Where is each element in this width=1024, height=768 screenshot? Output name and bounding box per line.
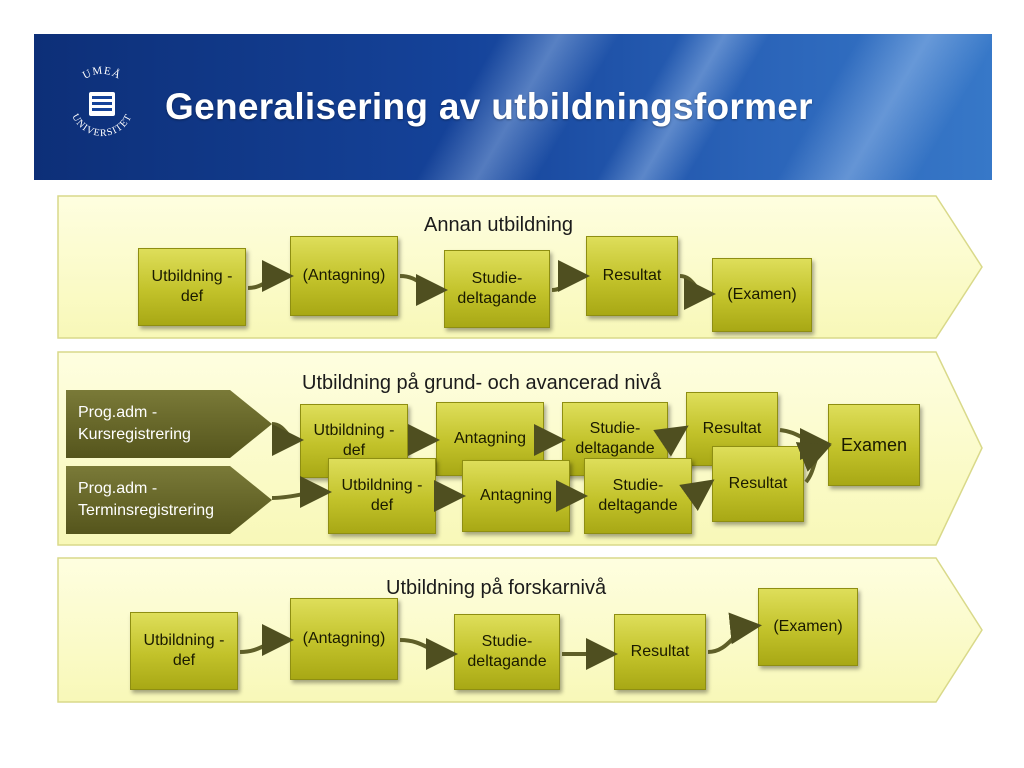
arrow-src-1 xyxy=(271,422,304,456)
lane-2-row2-resultat: Resultat xyxy=(712,446,804,522)
arrow-to-examen-1 xyxy=(779,427,832,460)
lane-1-box-utbildning-def: Utbildning - def xyxy=(138,248,246,326)
source-chevron-kurs xyxy=(66,390,272,458)
lane-3-box-examen: (Examen) xyxy=(758,588,858,666)
source-terminsregistrering: Prog.adm - Terminsregistrering xyxy=(78,480,215,519)
arrow-src-2 xyxy=(271,476,332,509)
lane-3-box-antagning: (Antagning) xyxy=(290,598,398,680)
arrow-l1-2 xyxy=(399,273,448,306)
arrow-l3-1 xyxy=(239,624,294,657)
arrow-to-examen-2 xyxy=(795,442,832,484)
lane-2-row2-studiedeltagande: Studie- deltagande xyxy=(584,458,692,534)
lane-1-box-antagning: (Antagning) xyxy=(290,236,398,316)
lane-1-box-examen: (Examen) xyxy=(712,258,812,332)
lane-3-box-resultat: Resultat xyxy=(614,614,706,690)
arrow-l3-4 xyxy=(707,612,762,654)
arrow-l3-2 xyxy=(399,637,458,670)
lane-3-box-studiedeltagande: Studie- deltagande xyxy=(454,614,560,690)
lane-1-title: Annan utbildning xyxy=(424,214,574,236)
lane-2-box-examen: Examen xyxy=(828,404,920,486)
source-kursregistrering: Prog.adm - Kursregistrering xyxy=(78,404,191,443)
source-chevron-termin xyxy=(66,466,272,534)
lane-1-box-resultat: Resultat xyxy=(586,236,678,316)
arrow-l1-3 xyxy=(551,260,590,293)
lane-3-title: Utbildning på forskarnivå xyxy=(386,577,607,599)
lane-3-box-utbildning-def: Utbildning - def xyxy=(130,612,238,690)
lane-2-row2-utbildning-def: Utbildning - def xyxy=(328,458,436,534)
header-banner xyxy=(34,34,992,180)
university-logo-icon: UMEÅ UNIVERSITET xyxy=(69,65,133,140)
arrow-l1-1 xyxy=(247,260,294,293)
arrow-l1-4 xyxy=(679,274,716,310)
arrow-l2r2-3 xyxy=(679,479,715,511)
page-title: Generalisering av utbildningsformer xyxy=(165,86,813,127)
lane-2-row2-antagning: Antagning xyxy=(462,460,570,532)
arrow-l2r1-3 xyxy=(653,425,689,457)
lane-2-title: Utbildning på grund- och avancerad nivå xyxy=(302,372,662,394)
